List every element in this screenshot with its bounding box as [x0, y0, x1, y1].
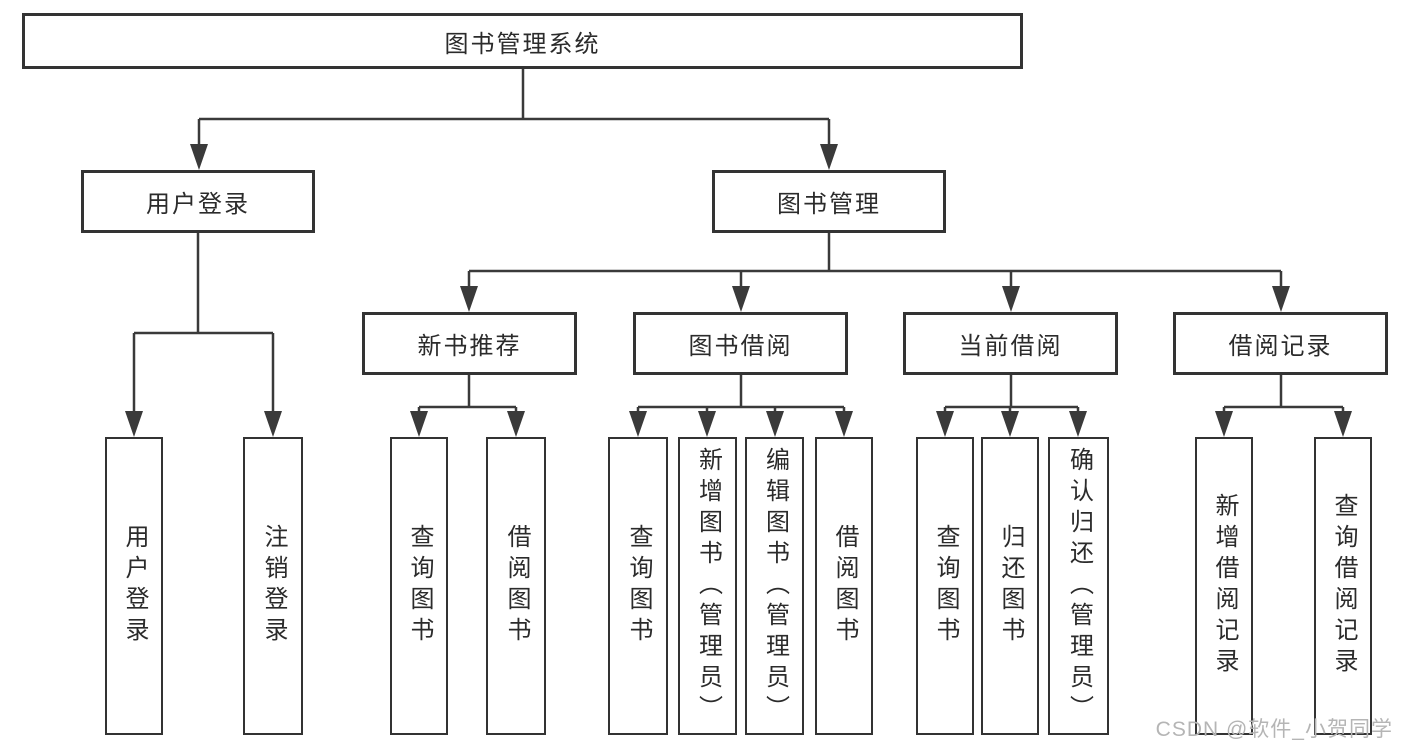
node-label: 查询借阅记录	[1330, 493, 1357, 679]
node-current-borrowing: 当前借阅	[903, 312, 1118, 375]
node-borrowing-records: 借阅记录	[1173, 312, 1388, 375]
node-label: 查询图书	[406, 524, 433, 648]
node-new-book-recommend: 新书推荐	[362, 312, 577, 375]
node-label: 借阅图书	[503, 524, 530, 648]
leaf-return-books: 归还图书	[981, 437, 1039, 735]
node-label: 借阅记录	[1228, 333, 1333, 360]
node-label: 注销登录	[260, 524, 287, 648]
leaf-add-books-admin: 新增图书（管理员）	[678, 437, 737, 735]
node-label: 新书推荐	[417, 333, 522, 360]
node-label: 图书管理系统	[444, 30, 601, 58]
node-book-management: 图书管理	[712, 170, 946, 233]
node-label: 查询图书	[932, 524, 959, 648]
csdn-watermark: CSDN @软件_小贺同学	[1155, 718, 1393, 741]
connector-lines	[132, 69, 1345, 413]
leaf-borrow-books-recommend: 借阅图书	[486, 437, 546, 735]
node-label: 当前借阅	[958, 333, 1063, 360]
node-label: 用户登录	[146, 191, 250, 218]
node-label: 图书借阅	[688, 333, 793, 360]
leaf-add-borrow-record: 新增借阅记录	[1195, 437, 1253, 735]
leaf-query-books-borrowing: 查询图书	[608, 437, 668, 735]
node-label: 借阅图书	[831, 524, 858, 648]
leaf-user-login: 用户登录	[105, 437, 163, 735]
leaf-query-books-recommend: 查询图书	[390, 437, 448, 735]
leaf-borrow-books-borrowing: 借阅图书	[815, 437, 873, 735]
node-label: 编辑图书（管理员）	[761, 446, 789, 726]
node-label: 用户登录	[121, 524, 148, 648]
node-label: 归还图书	[997, 524, 1024, 648]
node-book-borrowing: 图书借阅	[633, 312, 848, 375]
node-label: 新增图书（管理员）	[694, 446, 722, 726]
leaf-edit-books-admin: 编辑图书（管理员）	[745, 437, 804, 735]
node-label: 新增借阅记录	[1211, 493, 1238, 679]
arrowheads	[125, 144, 1352, 437]
leaf-logout: 注销登录	[243, 437, 303, 735]
node-user-login: 用户登录	[81, 170, 315, 233]
leaf-query-books-current: 查询图书	[916, 437, 974, 735]
node-label: 查询图书	[625, 524, 652, 648]
node-label: 图书管理	[777, 191, 881, 218]
leaf-confirm-return-admin: 确认归还（管理员）	[1048, 437, 1109, 735]
node-root-system: 图书管理系统	[22, 13, 1023, 69]
node-label: 确认归还（管理员）	[1065, 446, 1093, 726]
leaf-query-borrow-record: 查询借阅记录	[1314, 437, 1372, 735]
